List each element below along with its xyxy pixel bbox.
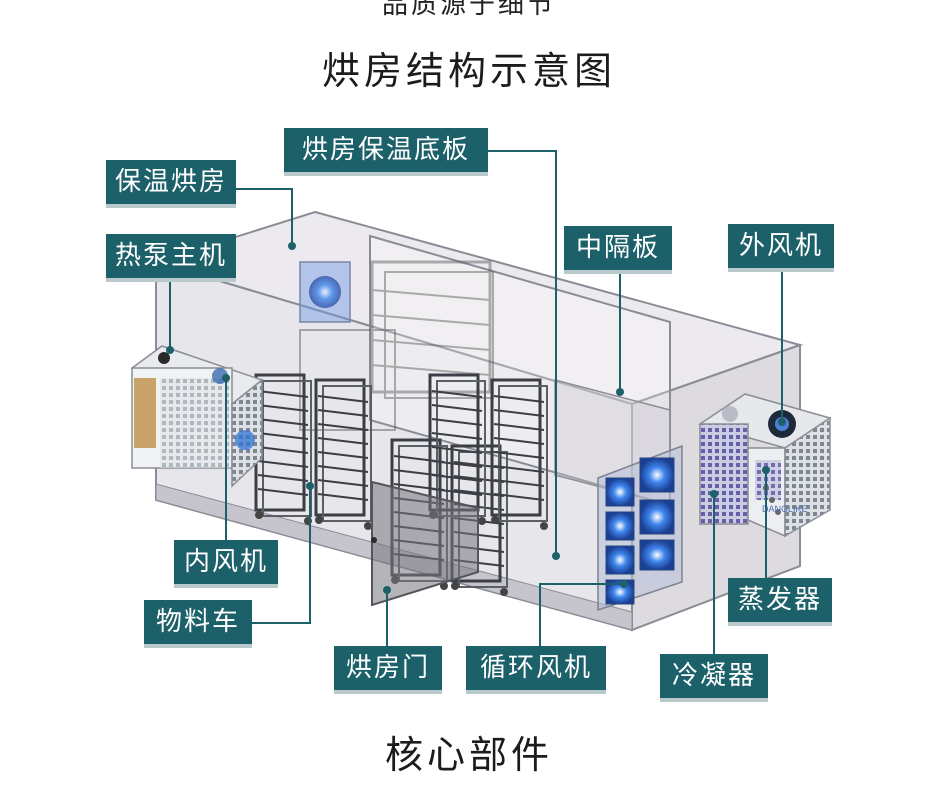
circulation-fans: [597, 444, 683, 612]
brand-text: DANGLIKE: [762, 504, 808, 514]
page-title: 烘房结构示意图: [321, 49, 616, 93]
label-floor-insulation: 烘房保温底板: [284, 128, 488, 176]
label-material-cart: 物料车: [144, 600, 252, 648]
leader-lines: [169, 150, 783, 658]
section-title: 核心部件: [384, 733, 553, 777]
room-door: [371, 480, 479, 607]
label-evaporator: 蒸发器: [728, 578, 832, 626]
external-unit: DANGLIKE: [698, 393, 832, 538]
label-internal-fan: 内风机: [174, 540, 278, 588]
header-cut-text: 品质源于细节: [381, 0, 556, 20]
label-heat-pump-host: 热泵主机: [106, 234, 236, 282]
label-circulation-fan: 循环风机: [466, 646, 606, 694]
heat-pump-host: [130, 345, 264, 488]
label-external-fan: 外风机: [728, 224, 834, 272]
label-room-door: 烘房门: [334, 646, 442, 694]
label-middle-partition: 中隔板: [564, 226, 672, 274]
label-condenser: 冷凝器: [660, 654, 768, 702]
leader-dots: [166, 242, 786, 594]
label-insulated-room: 保温烘房: [106, 160, 236, 208]
